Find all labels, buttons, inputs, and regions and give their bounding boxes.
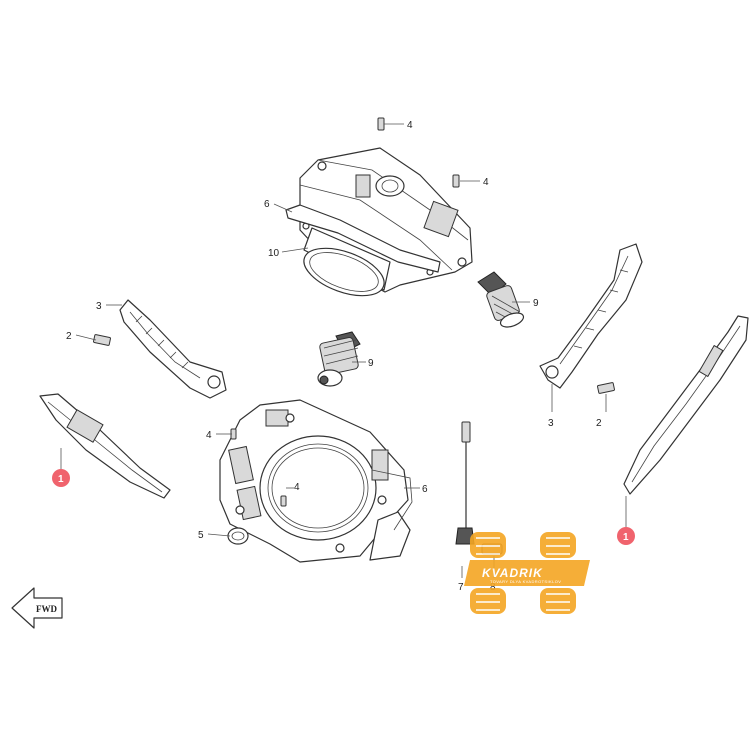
fwd-label: FWD (36, 604, 57, 614)
chain-guide-left-upper (119, 299, 227, 399)
callout-4-lower-a: 4 (206, 430, 212, 441)
dowel-pin-lower-b (280, 495, 287, 507)
marker-1-right: 1 (617, 527, 635, 545)
chain-guide-left-lower (39, 393, 171, 499)
chain-guide-right-lower (623, 315, 749, 495)
callout-4-lower-b: 4 (294, 482, 300, 493)
callout-1-left: 1 (58, 474, 64, 485)
callout-1-right: 1 (623, 532, 629, 543)
callout-5: 5 (198, 530, 204, 541)
chain-tensioner-upper (477, 271, 525, 328)
base-gasket-lower (371, 469, 413, 531)
temperature-sensor (455, 421, 475, 545)
cylinder-sleeve (303, 227, 391, 297)
callout-2-right: 2 (596, 418, 602, 429)
callout-9-top: 9 (533, 298, 539, 309)
callout-3-right: 3 (548, 418, 554, 429)
dowel-pin-top-a (377, 117, 385, 131)
callout-2-left: 2 (66, 331, 72, 342)
callout-6-lower: 6 (422, 484, 428, 495)
callout-4-top-b: 4 (483, 177, 489, 188)
logo-brand: KVADRIK (482, 566, 543, 580)
chain-tensioner-lower (317, 331, 361, 387)
guide-bolt-right (597, 382, 615, 394)
callout-7: 7 (458, 582, 464, 593)
head-gasket-top (285, 204, 441, 273)
callout-9-lower: 9 (368, 358, 374, 369)
chain-guide-right-upper (539, 243, 643, 389)
logo-tagline: TOVARY DLYA KVADROTSIKLOV (490, 579, 561, 584)
forward-direction-arrow: FWD (11, 587, 63, 629)
marker-1-left: 1 (52, 469, 70, 487)
cylinder-block-lower (219, 399, 411, 563)
callout-8: 8 (490, 582, 496, 593)
callout-4-top-a: 4 (407, 120, 413, 131)
dowel-pin-top-b (452, 174, 460, 188)
callout-6-top: 6 (264, 199, 270, 210)
callout-10: 10 (268, 248, 280, 259)
callout-3-left: 3 (96, 301, 102, 312)
leader-lines (60, 123, 627, 578)
kvadrik-watermark-logo: KVADRIK TOVARY DLYA KVADROTSIKLOV (464, 532, 590, 614)
guide-bolt-left (93, 334, 111, 346)
